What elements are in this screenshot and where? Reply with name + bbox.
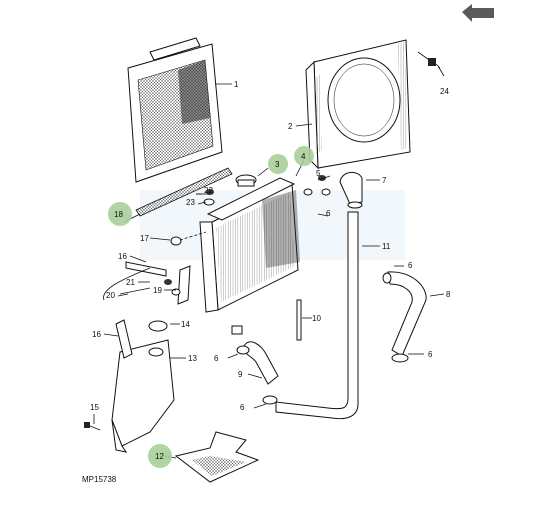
upper-hose-elbow bbox=[339, 172, 363, 209]
mounting-plate bbox=[174, 431, 260, 483]
callout-6b: 6 bbox=[408, 261, 413, 270]
callout-13: 13 bbox=[188, 354, 197, 363]
callout-10: 10 bbox=[312, 314, 321, 323]
callout-12: 12 bbox=[155, 452, 164, 461]
callout-6a: 6 bbox=[326, 209, 331, 218]
recovery-tank bbox=[111, 319, 175, 453]
callout-4: 4 bbox=[301, 152, 306, 161]
tank-screw bbox=[84, 422, 101, 431]
callout-24: 24 bbox=[440, 87, 449, 96]
leader-lines bbox=[93, 65, 445, 459]
callout-8: 8 bbox=[446, 290, 451, 299]
hose-clamp bbox=[170, 231, 207, 246]
figure-id: MP15738 bbox=[82, 475, 117, 484]
callout-22: 22 bbox=[204, 186, 213, 195]
bolt bbox=[417, 51, 441, 69]
overflow-tube bbox=[103, 261, 167, 301]
callout-5: 5 bbox=[316, 169, 321, 178]
fan-shroud bbox=[305, 39, 411, 170]
lower-hose-left bbox=[236, 341, 279, 405]
callout-18: 18 bbox=[114, 210, 123, 219]
highlight-18 bbox=[108, 202, 132, 226]
callout-19: 19 bbox=[153, 286, 162, 295]
radiator-cap bbox=[235, 174, 257, 187]
callout-highlights bbox=[108, 146, 314, 468]
callout-labels: 1 2 3 4 5 6 6 6 6 6 7 8 9 10 11 12 13 14… bbox=[90, 80, 451, 461]
callout-6c: 6 bbox=[428, 350, 433, 359]
bracket-hardware bbox=[119, 265, 191, 305]
radiator bbox=[199, 177, 300, 335]
callout-23: 23 bbox=[186, 198, 195, 207]
callout-11: 11 bbox=[382, 242, 391, 251]
callout-9: 9 bbox=[238, 370, 243, 379]
seal-strip bbox=[135, 167, 233, 217]
callout-16b: 16 bbox=[92, 330, 101, 339]
highlight-12 bbox=[148, 444, 172, 468]
callout-17: 17 bbox=[140, 234, 149, 243]
callout-14: 14 bbox=[181, 320, 190, 329]
callout-21: 21 bbox=[126, 278, 135, 287]
callout-7: 7 bbox=[382, 176, 387, 185]
callout-6e: 6 bbox=[240, 403, 245, 412]
top-fittings bbox=[203, 175, 331, 206]
drain-rod bbox=[296, 299, 302, 341]
callout-2: 2 bbox=[288, 122, 293, 131]
callout-15: 15 bbox=[90, 403, 99, 412]
callout-6d: 6 bbox=[214, 354, 219, 363]
callout-16a: 16 bbox=[118, 252, 127, 261]
callout-20: 20 bbox=[106, 291, 115, 300]
highlight-4 bbox=[294, 146, 314, 166]
highlight-3 bbox=[268, 154, 288, 174]
callout-1: 1 bbox=[234, 80, 239, 89]
grille-screen bbox=[127, 37, 223, 183]
lower-hose-right bbox=[382, 271, 427, 363]
coolant-pipe bbox=[275, 211, 359, 420]
callout-3: 3 bbox=[275, 160, 280, 169]
arrow-back-icon[interactable] bbox=[462, 4, 494, 22]
